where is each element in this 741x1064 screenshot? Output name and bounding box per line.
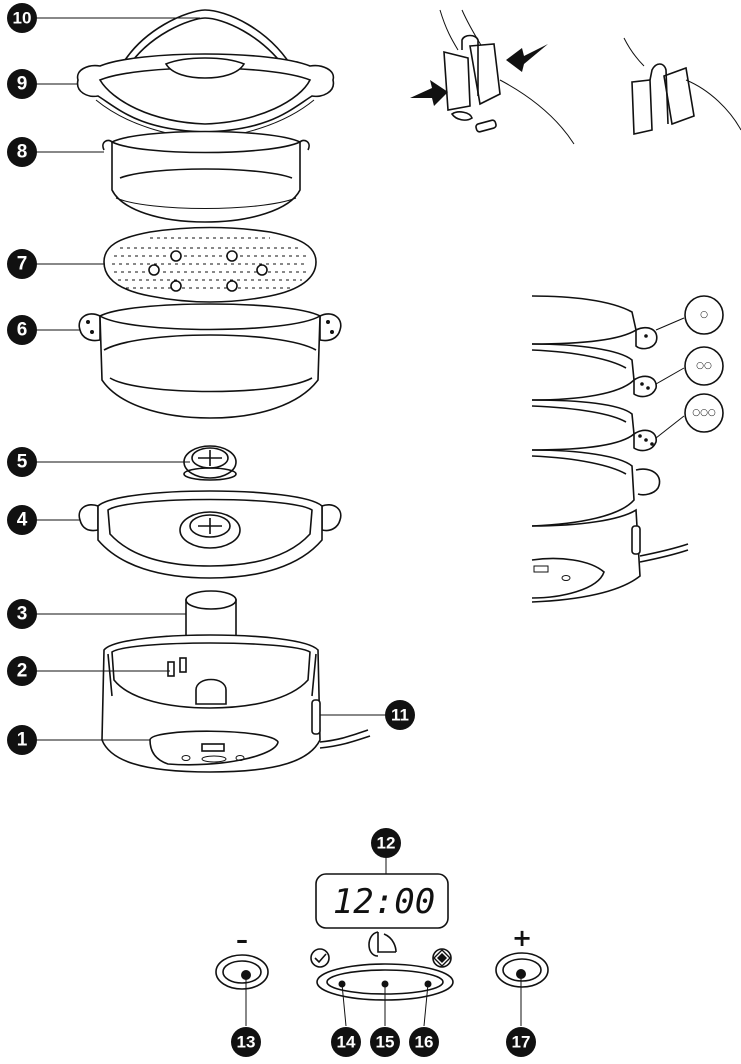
callout-badge-9: 9 (7, 69, 37, 99)
display-screen (315, 873, 449, 929)
center-piece (183, 445, 237, 481)
callout-number: 6 (17, 320, 28, 341)
rice-bowl (102, 130, 310, 223)
callout-badge-8: 8 (7, 137, 37, 167)
base-unit (101, 634, 371, 773)
display-time: 12:00 (333, 882, 435, 922)
callout-number: 3 (17, 604, 28, 625)
callout-badge-2: 2 (7, 656, 37, 686)
callout-badge-7: 7 (7, 249, 37, 279)
stacked-baskets: ○ ○○ ○○○ (531, 295, 724, 603)
callout-badge-6: 6 (7, 315, 37, 345)
basket-marker-one-label: ○ (700, 310, 708, 320)
callout-badges: 10 9 8 7 6 5 4 3 2 1 11 12 13 14 15 (7, 3, 536, 1057)
drip-tray (78, 490, 342, 579)
timer-icon (368, 931, 397, 957)
callout-number: 10 (13, 9, 32, 28)
handle-detail (410, 9, 741, 145)
exploded-view (34, 9, 386, 773)
callout-number: 2 (17, 661, 28, 682)
callout-number: 5 (17, 452, 28, 473)
control-panel: 12:00 – + (215, 858, 549, 1027)
steaming-basket (78, 303, 342, 419)
callout-badge-11: 11 (385, 700, 415, 730)
callout-number: 15 (376, 1033, 395, 1052)
callout-badge-17: 17 (506, 1027, 536, 1057)
basket-marker-two-label: ○○ (696, 361, 712, 371)
callout-badge-1: 1 (7, 725, 37, 755)
callout-number: 14 (337, 1033, 356, 1052)
callout-badge-4: 4 (7, 505, 37, 535)
basket-marker-three-label: ○○○ (692, 408, 716, 418)
handle-detail-pressed (410, 9, 575, 145)
callout-number: 17 (512, 1033, 531, 1052)
plus-button[interactable] (495, 952, 549, 988)
basket-marker-three (684, 393, 724, 433)
callout-badge-3: 3 (7, 599, 37, 629)
callout-badge-12: 12 (371, 828, 401, 858)
callout-number: 4 (17, 510, 28, 531)
handle-detail-released (623, 37, 741, 135)
callout-badge-13: 13 (231, 1027, 261, 1057)
basket-marker-one (684, 295, 724, 335)
callout-badge-10: 10 (7, 3, 37, 33)
basket-marker-two (684, 346, 724, 386)
callout-number: 9 (17, 74, 28, 95)
minus-label: – (236, 926, 248, 954)
arrow-icon (410, 80, 448, 106)
callout-leaders (34, 17, 386, 741)
callout-number: 11 (391, 706, 409, 725)
callout-number: 16 (415, 1033, 434, 1052)
callout-number: 7 (17, 254, 28, 275)
steam-grid (103, 226, 317, 303)
clock-icon (310, 948, 330, 968)
callout-number: 1 (17, 730, 28, 751)
callout-badge-15: 15 (370, 1027, 400, 1057)
callout-badge-5: 5 (7, 447, 37, 477)
lid (76, 53, 335, 139)
callout-badge-16: 16 (409, 1027, 439, 1057)
start-diamond-icon (432, 948, 452, 968)
minus-button[interactable] (215, 954, 269, 990)
plus-label: + (512, 924, 532, 952)
callout-number: 12 (377, 834, 396, 853)
arrow-icon (506, 44, 548, 72)
callout-number: 13 (237, 1033, 256, 1052)
callout-number: 8 (17, 142, 28, 163)
callout-badge-14: 14 (331, 1027, 361, 1057)
